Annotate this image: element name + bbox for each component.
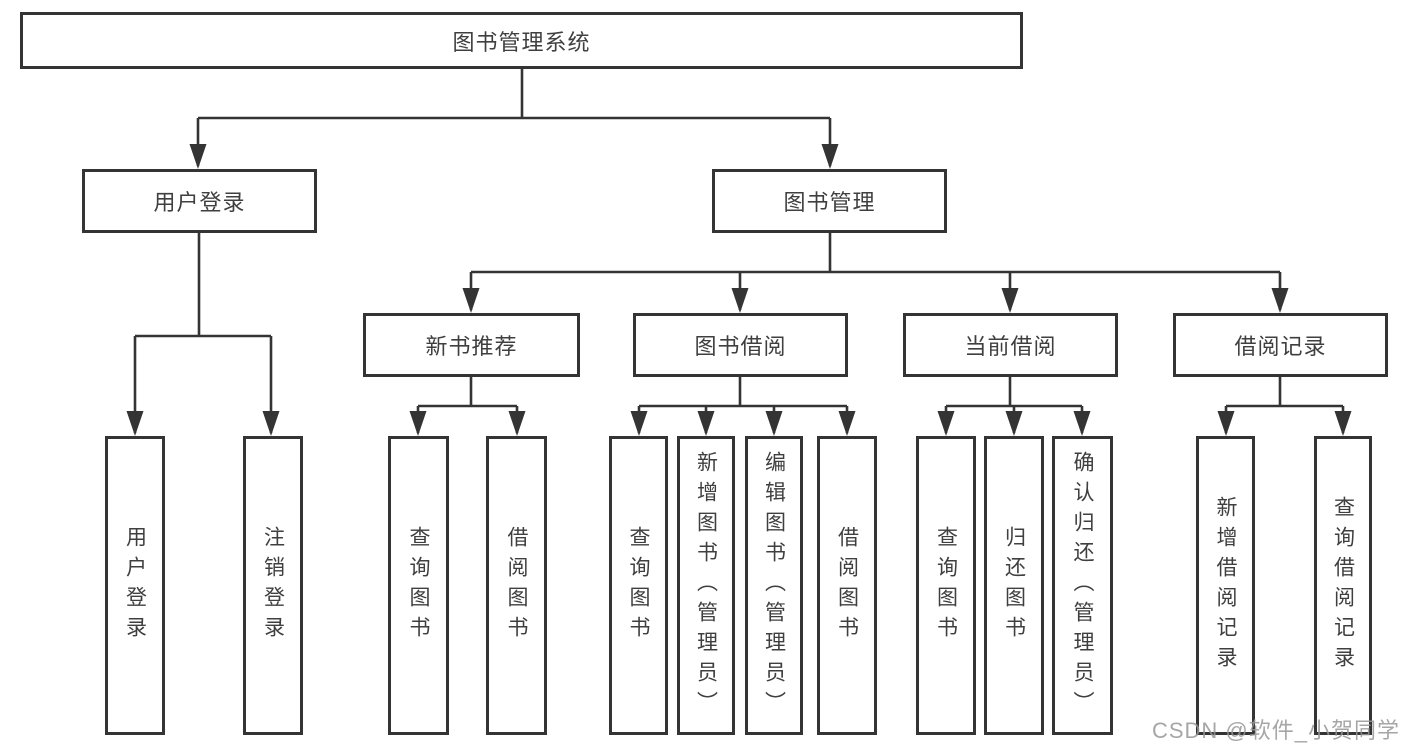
node-label: 图书管理 (783, 190, 876, 215)
csdn-watermark: CSDN @软件_小贺同学 (1151, 718, 1400, 743)
node-user-login: 用户登录 (82, 169, 317, 233)
node-borrowing-records: 借阅记录 (1173, 313, 1388, 377)
node-label: 注销登录 (261, 525, 285, 646)
arrow-down-icon (1334, 411, 1352, 436)
arrow-down-icon (189, 144, 207, 169)
node-logout: 注销登录 (243, 436, 303, 735)
node-label: 图书借阅 (694, 334, 787, 359)
arrow-down-icon (838, 411, 856, 436)
node-add-book-admin: 新增图书（管理员） (677, 436, 735, 735)
node-current-borrowing: 当前借阅 (903, 313, 1118, 377)
node-label: 新增借阅记录 (1214, 495, 1237, 676)
connector-book-borrowing-children (637, 377, 849, 433)
node-book-management: 图书管理 (712, 169, 947, 233)
node-label: 用户登录 (153, 190, 246, 215)
arrow-down-icon (409, 411, 427, 436)
node-query-books-recommend: 查询图书 (388, 436, 449, 735)
node-label: 归还图书 (1002, 525, 1026, 646)
node-borrow-books-recommend: 借阅图书 (486, 436, 547, 735)
arrow-down-icon (731, 288, 749, 313)
connector-user-login-children (133, 233, 273, 433)
arrow-down-icon (1005, 411, 1023, 436)
arrowhead-icons (126, 144, 1352, 436)
arrow-down-icon (1001, 288, 1019, 313)
node-label: 当前借阅 (964, 334, 1057, 359)
node-add-borrow-record: 新增借阅记录 (1196, 436, 1255, 735)
arrow-down-icon (937, 411, 955, 436)
connector-book-mgmt-children (469, 233, 1282, 310)
node-new-book-recommendation: 新书推荐 (363, 313, 580, 377)
node-edit-book-admin: 编辑图书（管理员） (745, 436, 803, 735)
node-confirm-return-admin: 确认归还（管理员） (1052, 436, 1113, 735)
node-query-borrow-record: 查询借阅记录 (1314, 436, 1372, 735)
node-label: 借阅图书 (835, 525, 859, 646)
node-label: 查询借阅记录 (1331, 495, 1355, 676)
arrow-down-icon (126, 411, 144, 436)
node-label: 借阅图书 (505, 525, 528, 646)
node-label: 查询图书 (627, 525, 650, 646)
connector-root-to-level2 (198, 69, 832, 166)
arrow-down-icon (508, 411, 526, 436)
node-borrow-books: 借阅图书 (817, 436, 877, 735)
arrow-down-icon (630, 411, 648, 436)
node-root-library-system: 图书管理系统 (20, 12, 1023, 69)
connector-paths-2 (133, 118, 1345, 433)
arrow-down-icon (1217, 411, 1235, 436)
arrow-down-icon (262, 411, 280, 436)
node-label: 图书管理系统 (452, 29, 591, 55)
arrow-down-icon (697, 411, 715, 436)
connector-borrow-records-children (1224, 377, 1345, 433)
arrow-down-icon (1271, 288, 1289, 313)
node-label: 编辑图书（管理员） (762, 450, 786, 721)
node-label: 查询图书 (407, 525, 430, 646)
arrow-down-icon (765, 411, 783, 436)
node-book-borrowing: 图书借阅 (633, 313, 848, 377)
arrow-down-icon (1073, 411, 1091, 436)
node-label: 确认归还（管理员） (1071, 450, 1094, 721)
node-query-books-borrowing: 查询图书 (609, 436, 668, 735)
node-return-books: 归还图书 (984, 436, 1044, 735)
connector-new-book-children (416, 377, 519, 433)
node-query-books-current: 查询图书 (916, 436, 976, 735)
node-label: 用户登录 (123, 525, 147, 646)
node-user-login-leaf: 用户登录 (105, 436, 165, 735)
node-label: 借阅记录 (1234, 334, 1327, 359)
node-label: 新书推荐 (425, 334, 518, 359)
connector-paths (198, 69, 832, 166)
node-label: 新增图书（管理员） (694, 450, 718, 721)
arrow-down-icon (462, 288, 480, 313)
arrow-down-icon (821, 144, 839, 169)
node-label: 查询图书 (934, 525, 958, 646)
